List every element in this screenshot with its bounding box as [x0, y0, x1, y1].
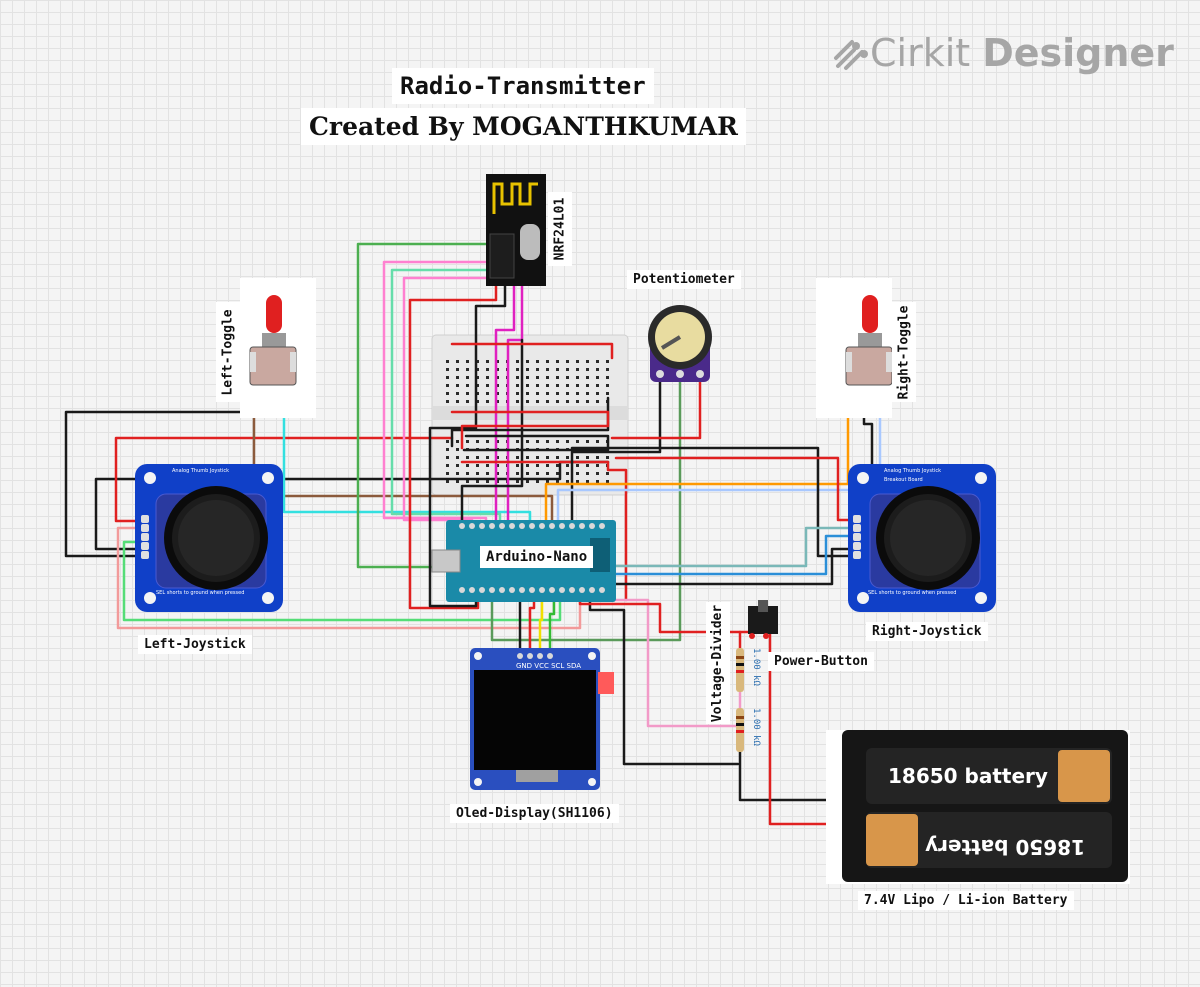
- wire-red-nrf: [408, 280, 498, 610]
- wire-red-right-joy: [614, 456, 858, 522]
- resistor-1-value: 1.00 kΩ: [751, 648, 761, 687]
- power-switch: [748, 600, 778, 639]
- left-joystick-label: Left-Joystick: [138, 635, 252, 654]
- left-joystick-note: SEL shorts to ground when pressed: [156, 590, 244, 596]
- battery-cell-2-label: 18650 battery: [925, 835, 1085, 859]
- right-joystick-board: [848, 464, 996, 612]
- resistor-2-value: 1.00 kΩ: [751, 708, 761, 747]
- wire-red-bb-mid: [450, 410, 610, 450]
- battery-label: 7.4V Lipo / Li-ion Battery: [858, 891, 1074, 910]
- nrf24l01-label: NRF24L01: [548, 192, 572, 266]
- wire-lightblue-right-toggle: [556, 396, 882, 530]
- voltage-divider-resistors: [736, 648, 744, 752]
- wire-red-oled-vcc: [528, 592, 536, 658]
- wire-black-nrf: [428, 280, 507, 608]
- wire-lightgreen-nrf: [390, 268, 502, 530]
- wire-black-bb-mid: [462, 434, 610, 452]
- cirkit-logo-icon: [834, 40, 868, 70]
- oled-display-board: [470, 648, 614, 790]
- battery-cell-1-label: 18650 battery: [888, 764, 1048, 788]
- brand-name-light: Cirkit: [870, 31, 971, 75]
- voltage-divider-label: Voltage-Divider: [706, 602, 730, 724]
- arduino-nano-label: Arduino-Nano: [480, 546, 594, 568]
- left-joystick-board: [135, 464, 283, 612]
- wire-orange-right-toggle: [544, 396, 850, 530]
- wire-red-pot: [610, 378, 702, 440]
- battery-pack: 18650 battery 18650 battery: [826, 730, 1130, 884]
- right-joystick-subtitle: Breakout Board: [884, 477, 923, 483]
- wire-black-div-bat: [738, 746, 840, 802]
- wire-yellow-oled-scl: [538, 592, 544, 658]
- wire-red-switch-bat: [768, 630, 840, 826]
- wire-green-oled-sda: [548, 592, 556, 658]
- left-toggle-label: Left-Toggle: [216, 302, 240, 402]
- left-toggle-switch: [240, 278, 316, 418]
- wire-salmon-left-joy: [116, 526, 582, 630]
- right-toggle-switch: [816, 278, 893, 418]
- right-toggle-label: Right-Toggle: [892, 302, 916, 402]
- right-joystick-note: SEL shorts to ground when pressed: [868, 590, 956, 596]
- cirkit-designer-logo: Cirkit Designer: [832, 34, 1174, 72]
- oled-display-label: Oled-Display(SH1106): [450, 804, 619, 823]
- right-joystick-label: Right-Joystick: [866, 622, 988, 641]
- wire-green-pot-wiper: [490, 378, 682, 642]
- wire-red-bb-low: [460, 460, 628, 602]
- wire-red-bb-top: [450, 342, 614, 360]
- brand-name-bold: Designer: [982, 31, 1174, 75]
- breadboard: [431, 334, 629, 496]
- potentiometer-label: Potentiometer: [627, 270, 741, 289]
- wire-magenta-nrf-2: [506, 280, 524, 530]
- wire-teal-right-joy: [598, 526, 858, 568]
- oled-pin-labels: GND VCC SCL SDA: [516, 662, 581, 670]
- wire-green-left-joy: [122, 540, 562, 622]
- power-button-label: Power-Button: [768, 652, 874, 671]
- diagram-author: Created By MOGANTHKUMAR: [301, 108, 746, 145]
- wires: [64, 242, 882, 826]
- right-joystick-silkscreen: Analog Thumb Joystick: [884, 468, 941, 474]
- nrf24l01-module: [486, 174, 546, 286]
- left-joystick-silkscreen: Analog Thumb Joystick: [172, 468, 229, 474]
- diagram-title: Radio-Transmitter: [392, 68, 654, 104]
- potentiometer: [648, 305, 712, 382]
